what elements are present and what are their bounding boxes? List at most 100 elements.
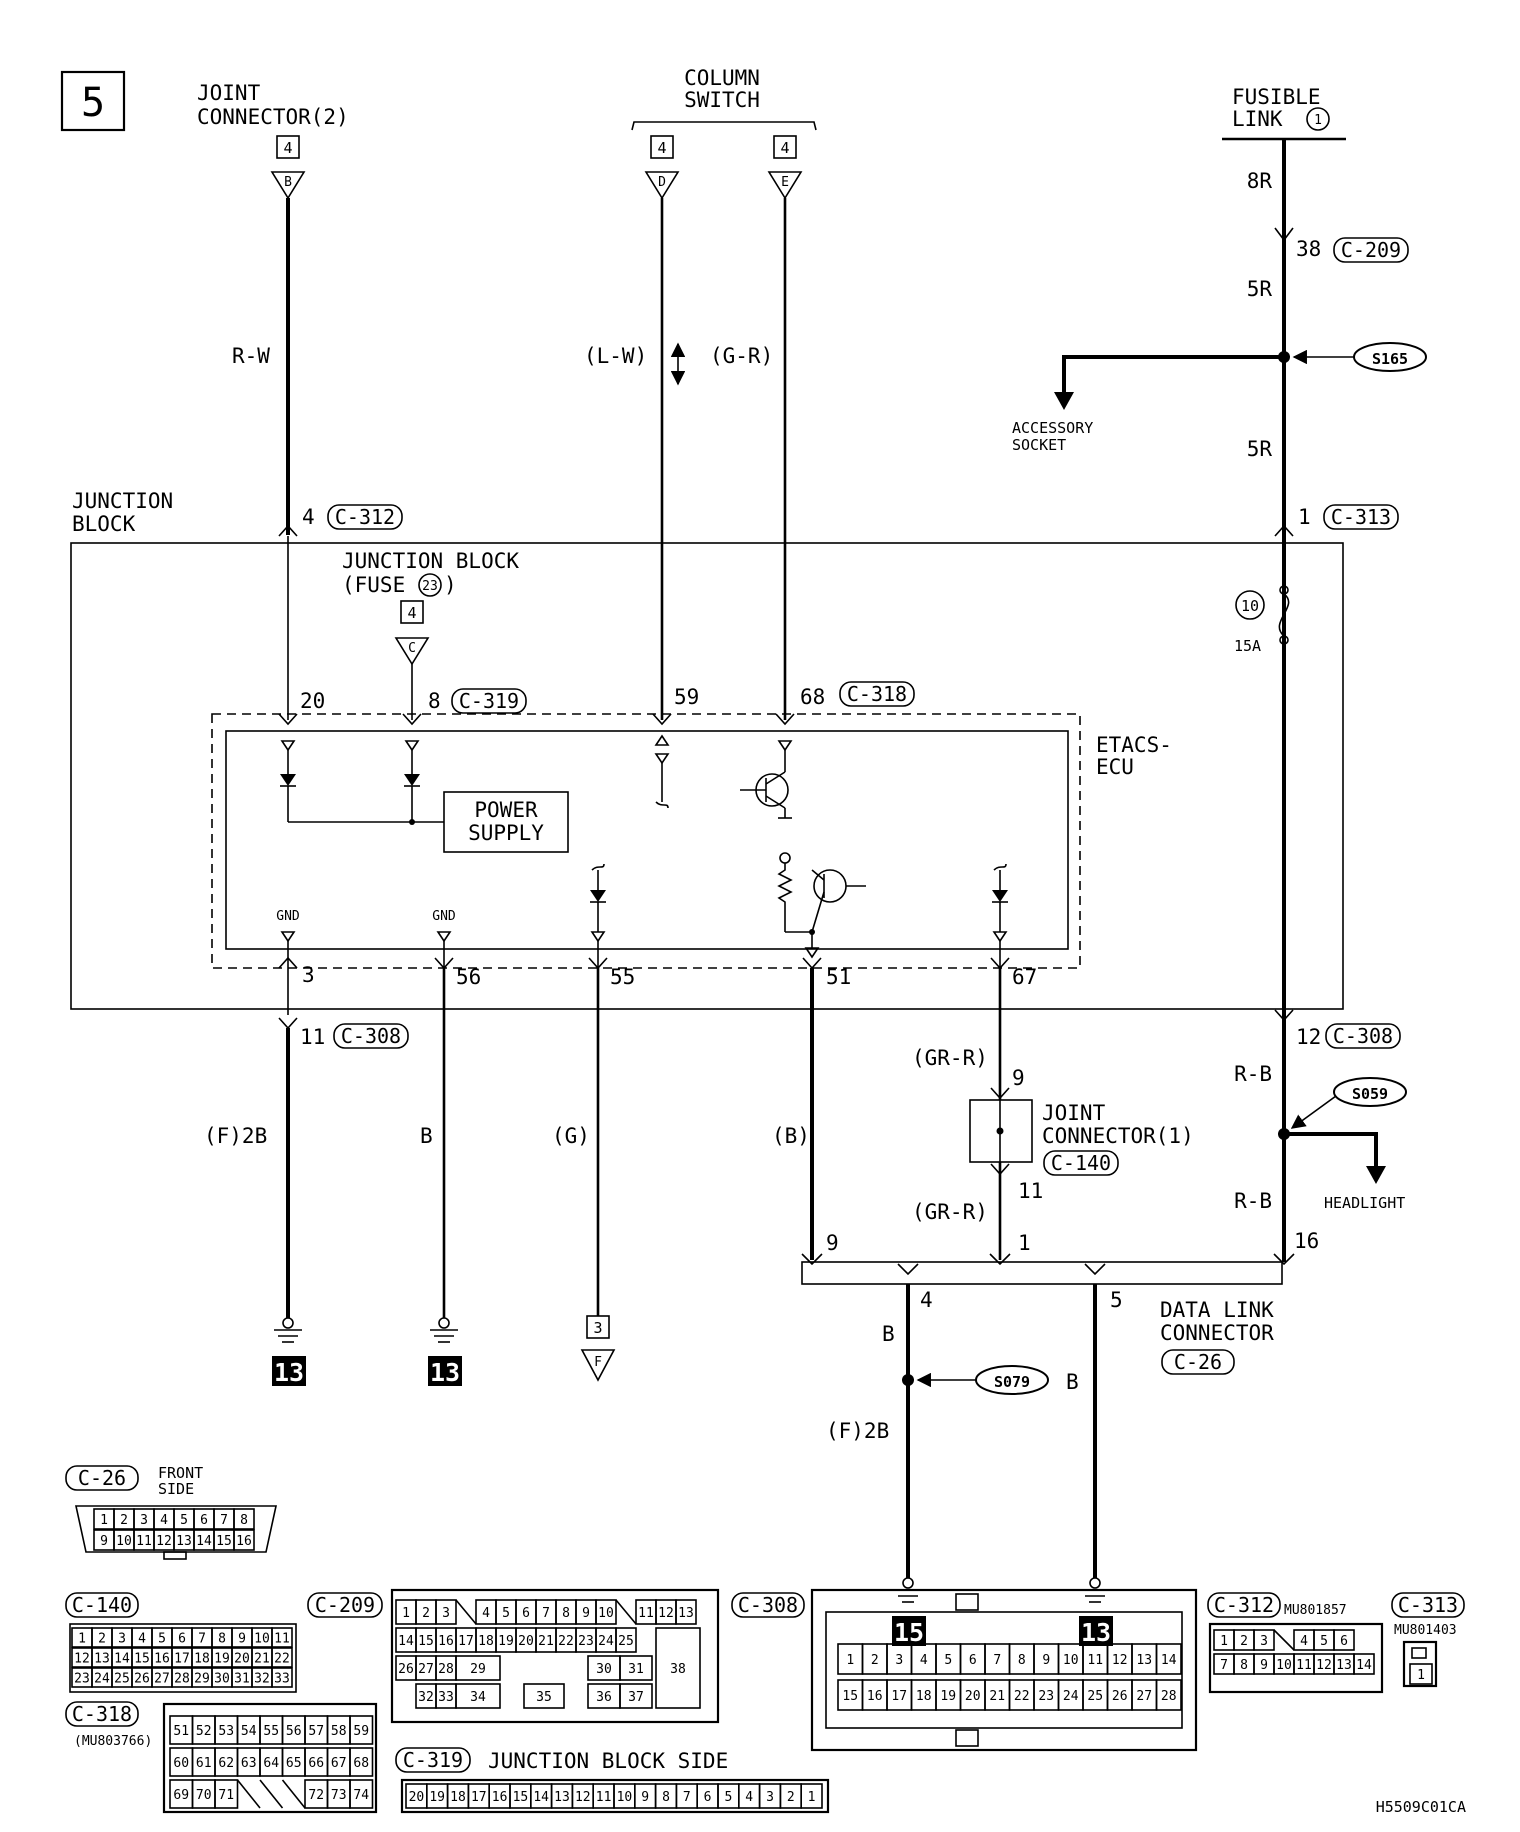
wire-accessory	[1062, 355, 1284, 400]
wire-dlc-b4-label: B	[882, 1322, 895, 1346]
connector-pin-number: 70	[196, 1788, 212, 1803]
connector-pin-number: 12	[1112, 1653, 1128, 1668]
connector-pin-number: 10	[1276, 1658, 1292, 1673]
connector-pin-number: 27	[418, 1662, 434, 1677]
connector-pin-number: 10	[116, 1534, 132, 1549]
fuse-number: 10	[1241, 597, 1259, 615]
connector-c319: C-319	[459, 689, 519, 713]
splice-s165: S165	[1372, 350, 1408, 368]
connector-pin-number: 4	[745, 1790, 753, 1805]
connector-pin-number: 28	[174, 1672, 190, 1687]
connector-pin-number: 8	[240, 1513, 248, 1528]
connector-pin-number: 17	[458, 1634, 474, 1649]
figure-code: H5509C01CA	[1376, 1798, 1466, 1816]
splice-s079: S079	[994, 1373, 1030, 1391]
jc2-ref: 4	[283, 139, 292, 157]
connector-pin-number: 10	[1063, 1653, 1079, 1668]
connector-pin-number: 14	[114, 1652, 130, 1667]
splice-s079-dot	[902, 1374, 914, 1386]
connector-pin-number: 52	[196, 1724, 212, 1739]
connector-pin-number: 54	[241, 1724, 257, 1739]
dlc-pin-16: 16	[1294, 1229, 1319, 1253]
connector-pin-number: 5	[180, 1513, 188, 1528]
connector-pin-number: 22	[558, 1634, 574, 1649]
connector-pin-number: 74	[353, 1788, 369, 1803]
pin-55: 55	[610, 965, 635, 989]
jc2-label-2: CONNECTOR(2)	[197, 105, 349, 129]
accessory-label-1: ACCESSORY	[1012, 419, 1093, 437]
dlc-pin-5: 5	[1110, 1288, 1123, 1312]
connector-pin-number: 7	[993, 1653, 1001, 1668]
pin-8: 8	[428, 689, 441, 713]
pin-12-c308: 12	[1296, 1025, 1321, 1049]
legend-c312-part: MU801857	[1284, 1603, 1347, 1618]
connector-c318-pin68: C-318	[847, 682, 907, 706]
dlc-pin-4: 4	[920, 1288, 933, 1312]
splice-s059: S059	[1352, 1085, 1388, 1103]
etacs-label-2: ECU	[1096, 755, 1134, 779]
connector-pin-number: 2	[787, 1790, 795, 1805]
connector-pin-number: 13	[176, 1534, 192, 1549]
connector-pin-number: 23	[74, 1672, 90, 1687]
connector-pin-number: 26	[398, 1662, 414, 1677]
ground-13b-icon	[428, 1356, 462, 1386]
connector-pin-number: 8	[562, 1606, 570, 1621]
connector-pin-number: 5	[502, 1606, 510, 1621]
connector-pin-number: 15	[134, 1652, 150, 1667]
connector-unused-cavity	[615, 1599, 637, 1625]
connector-pin-number: 16	[236, 1534, 252, 1549]
connector-pin-number: 17	[174, 1652, 190, 1667]
connector-pin-number: 5	[944, 1653, 952, 1668]
connector-pin-number: 61	[196, 1756, 212, 1771]
headlight-label: HEADLIGHT	[1324, 1194, 1405, 1212]
connector-pin-number: 21	[538, 1634, 554, 1649]
connector-pin-number: 9	[641, 1790, 649, 1805]
connector-pin-number: 67	[331, 1756, 347, 1771]
connector-pin-number: 60	[173, 1756, 189, 1771]
connector-pin-number: 63	[241, 1756, 257, 1771]
jc2-tag: B	[284, 175, 292, 190]
connector-pin-number: 71	[218, 1788, 234, 1803]
connector-pin-number: 8	[1240, 1658, 1248, 1673]
connector-pin-number: 26	[134, 1672, 150, 1687]
connector-pin-number: 28	[438, 1662, 454, 1677]
connector-pin-cell	[455, 1655, 501, 1681]
fuse-10-icon	[1278, 593, 1290, 637]
connector-pin-number: 23	[1038, 1689, 1054, 1704]
etacs-ecu-inner	[225, 730, 1069, 950]
connector-pin-number: 20	[518, 1634, 534, 1649]
legend-c319-note: JUNCTION BLOCK SIDE	[488, 1749, 728, 1773]
connector-pin-number: 10	[254, 1632, 270, 1647]
power-supply-label-2: SUPPLY	[468, 821, 544, 845]
connector-pin-number: 33	[438, 1690, 454, 1705]
connector-pin-number: 10	[598, 1606, 614, 1621]
connector-pin-number: 2	[1240, 1634, 1248, 1649]
legend-c318-name: C-318	[72, 1702, 132, 1726]
legend-c308-name: C-308	[738, 1593, 798, 1617]
connector-pin-number: 20	[409, 1790, 425, 1805]
connector-pin-number: 22	[274, 1652, 290, 1667]
connector-pin-number: 11	[596, 1790, 612, 1805]
connector-pin-number: 5	[724, 1790, 732, 1805]
diode-a-icon	[280, 774, 296, 786]
pin-4-c312: 4	[302, 505, 315, 529]
connector-pin-number: 11	[136, 1534, 152, 1549]
connector-pin-cell	[1155, 1643, 1182, 1675]
legend-c319-name: C-319	[403, 1748, 463, 1772]
column-switch-tag-d: D	[658, 175, 666, 190]
connector-pin-number: 55	[263, 1724, 279, 1739]
connector-pin-number: 3	[1260, 1634, 1268, 1649]
connector-pin-number: 14	[398, 1634, 414, 1649]
connector-pin-number: 6	[704, 1790, 712, 1805]
connector-pin-number: 9	[582, 1606, 590, 1621]
connector-pin-number: 13	[1336, 1658, 1352, 1673]
ground-13a: 13	[272, 1317, 306, 1387]
connector-pin-number: 14	[533, 1790, 549, 1805]
connector-pin-number: 8	[1018, 1653, 1026, 1668]
connector-c26-dlc: C-26	[1174, 1350, 1222, 1374]
pin-38: 38	[1296, 237, 1321, 261]
connector-pin-number: 72	[308, 1788, 324, 1803]
